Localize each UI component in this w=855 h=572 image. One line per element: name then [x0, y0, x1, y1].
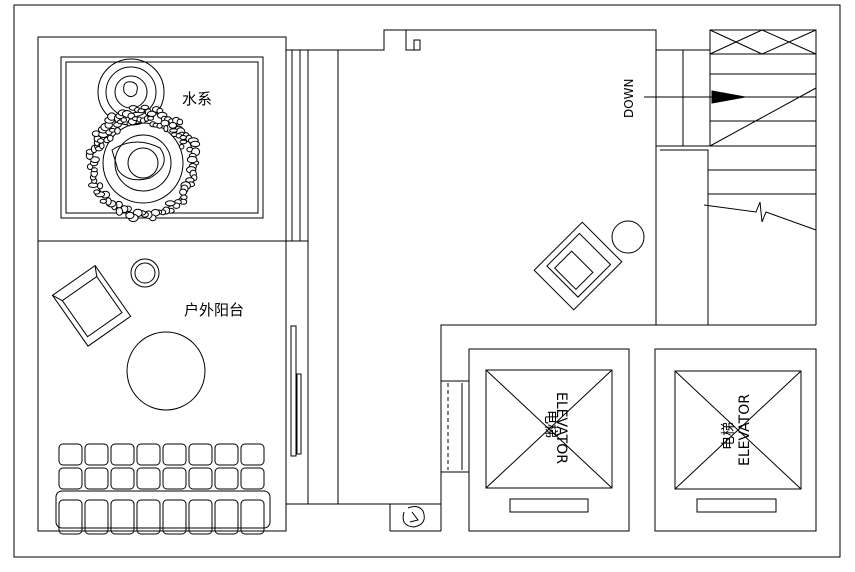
pebble: [114, 127, 121, 135]
sofa-cushion: [58, 443, 83, 466]
lounge-chair-balcony: [51, 264, 132, 347]
lounge-chair-hall: [533, 221, 623, 311]
elevator-right: [654, 348, 817, 532]
pebble: [125, 211, 135, 219]
pebble: [147, 115, 155, 121]
pebble: [190, 140, 201, 148]
pebble: [179, 135, 187, 140]
pebble: [140, 104, 150, 111]
sofa-cushion: [162, 443, 187, 466]
pebble: [179, 143, 185, 150]
pebble: [120, 117, 128, 123]
pebble: [163, 125, 169, 133]
drawing-frame: [13, 4, 841, 558]
sofa-cushion: [214, 443, 239, 466]
elevator-left: [440, 348, 630, 532]
sofa-cushion: [188, 467, 213, 490]
sofa-cushion: [240, 443, 265, 466]
pebble: [179, 139, 188, 145]
sofa-cushion: [214, 467, 239, 490]
side-table-balcony: [130, 258, 160, 288]
sofa-cushion: [136, 467, 161, 490]
center-hall: [337, 29, 657, 532]
pebble: [176, 118, 184, 126]
pebble: [169, 128, 178, 133]
stairwell: [644, 29, 817, 326]
outdoor-balcony-label: 户外阳台: [184, 301, 244, 319]
sofa-frame: [55, 490, 271, 529]
pebble-ring: [85, 104, 201, 223]
sofa-cushion: [58, 499, 83, 535]
water-feature-label: 水系: [182, 90, 212, 108]
sofa-cushion: [240, 467, 265, 490]
sofa-cushion: [110, 499, 135, 535]
pebble: [96, 182, 104, 190]
sofa-cushion: [136, 443, 161, 466]
balcony-block: [37, 36, 287, 532]
sofa-cushion: [162, 467, 187, 490]
elevator-left-cn-label: 电梯: [542, 410, 558, 438]
elevator-right-en-label: ELEVATOR: [737, 394, 753, 466]
sofa-cushion: [84, 499, 109, 535]
pebble: [186, 155, 198, 164]
pebble: [179, 188, 188, 196]
sofa-cushion: [162, 499, 187, 535]
sofa-cushions: [55, 443, 271, 535]
pebble: [107, 134, 114, 142]
elevator-left-en-label: ELEVATOR: [553, 392, 569, 464]
pebble: [164, 200, 176, 207]
elevator-right-cn-label: 电梯: [721, 422, 737, 450]
water-feature: [60, 56, 264, 223]
sofa-cushion: [214, 499, 239, 535]
corridor-walls: [286, 49, 338, 505]
pebble: [97, 138, 105, 144]
sofa-cushion: [188, 499, 213, 535]
sofa-cushion: [84, 443, 109, 466]
pebble: [115, 207, 124, 216]
sofa-cushion: [58, 467, 83, 490]
pebble: [91, 167, 98, 173]
down-label: DOWN: [622, 78, 636, 118]
sofa-cushion: [240, 499, 265, 535]
side-table-hall: [611, 220, 645, 254]
sofa-cushion: [188, 443, 213, 466]
pebble: [93, 189, 101, 195]
sofa-cushion: [136, 499, 161, 535]
down-arrow-icon: [711, 90, 746, 104]
sofa-cushion: [84, 467, 109, 490]
sofa-cushion: [110, 467, 135, 490]
pebble: [168, 122, 178, 129]
sofa-cushion: [110, 443, 135, 466]
round-table: [126, 331, 206, 411]
pebble: [99, 198, 108, 204]
